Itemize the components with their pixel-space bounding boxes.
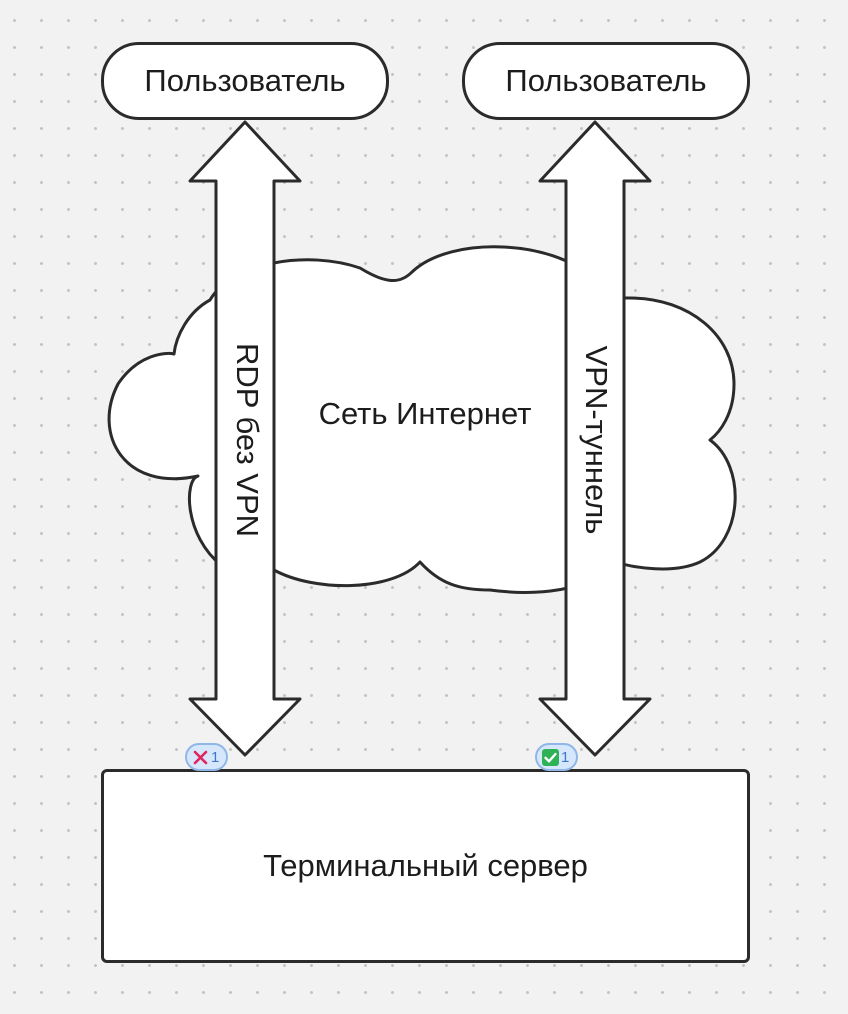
terminal-server-label: Терминальный сервер — [263, 848, 588, 883]
user-node-left-label: Пользователь — [144, 63, 346, 98]
cross-icon — [192, 749, 209, 766]
rdp-connection-label: RDP без VPN — [230, 342, 265, 538]
rdp-double-arrow[interactable] — [188, 120, 302, 757]
rdp-badge-count: 1 — [211, 748, 220, 766]
user-node-right-label: Пользователь — [505, 63, 707, 98]
vpn-badge-count: 1 — [561, 748, 570, 766]
user-node-left[interactable]: Пользователь — [101, 42, 389, 120]
checkmark-icon — [542, 748, 559, 766]
vpn-status-badge[interactable]: 1 — [535, 743, 578, 771]
rdp-status-badge[interactable]: 1 — [185, 743, 228, 771]
user-node-right[interactable]: Пользователь — [462, 42, 750, 120]
terminal-server-node[interactable]: Терминальный сервер — [101, 769, 750, 963]
vpn-connection-label: VPN-туннель — [579, 345, 614, 535]
vpn-double-arrow[interactable] — [538, 120, 652, 757]
internet-cloud-label: Сеть Интернет — [318, 396, 532, 431]
